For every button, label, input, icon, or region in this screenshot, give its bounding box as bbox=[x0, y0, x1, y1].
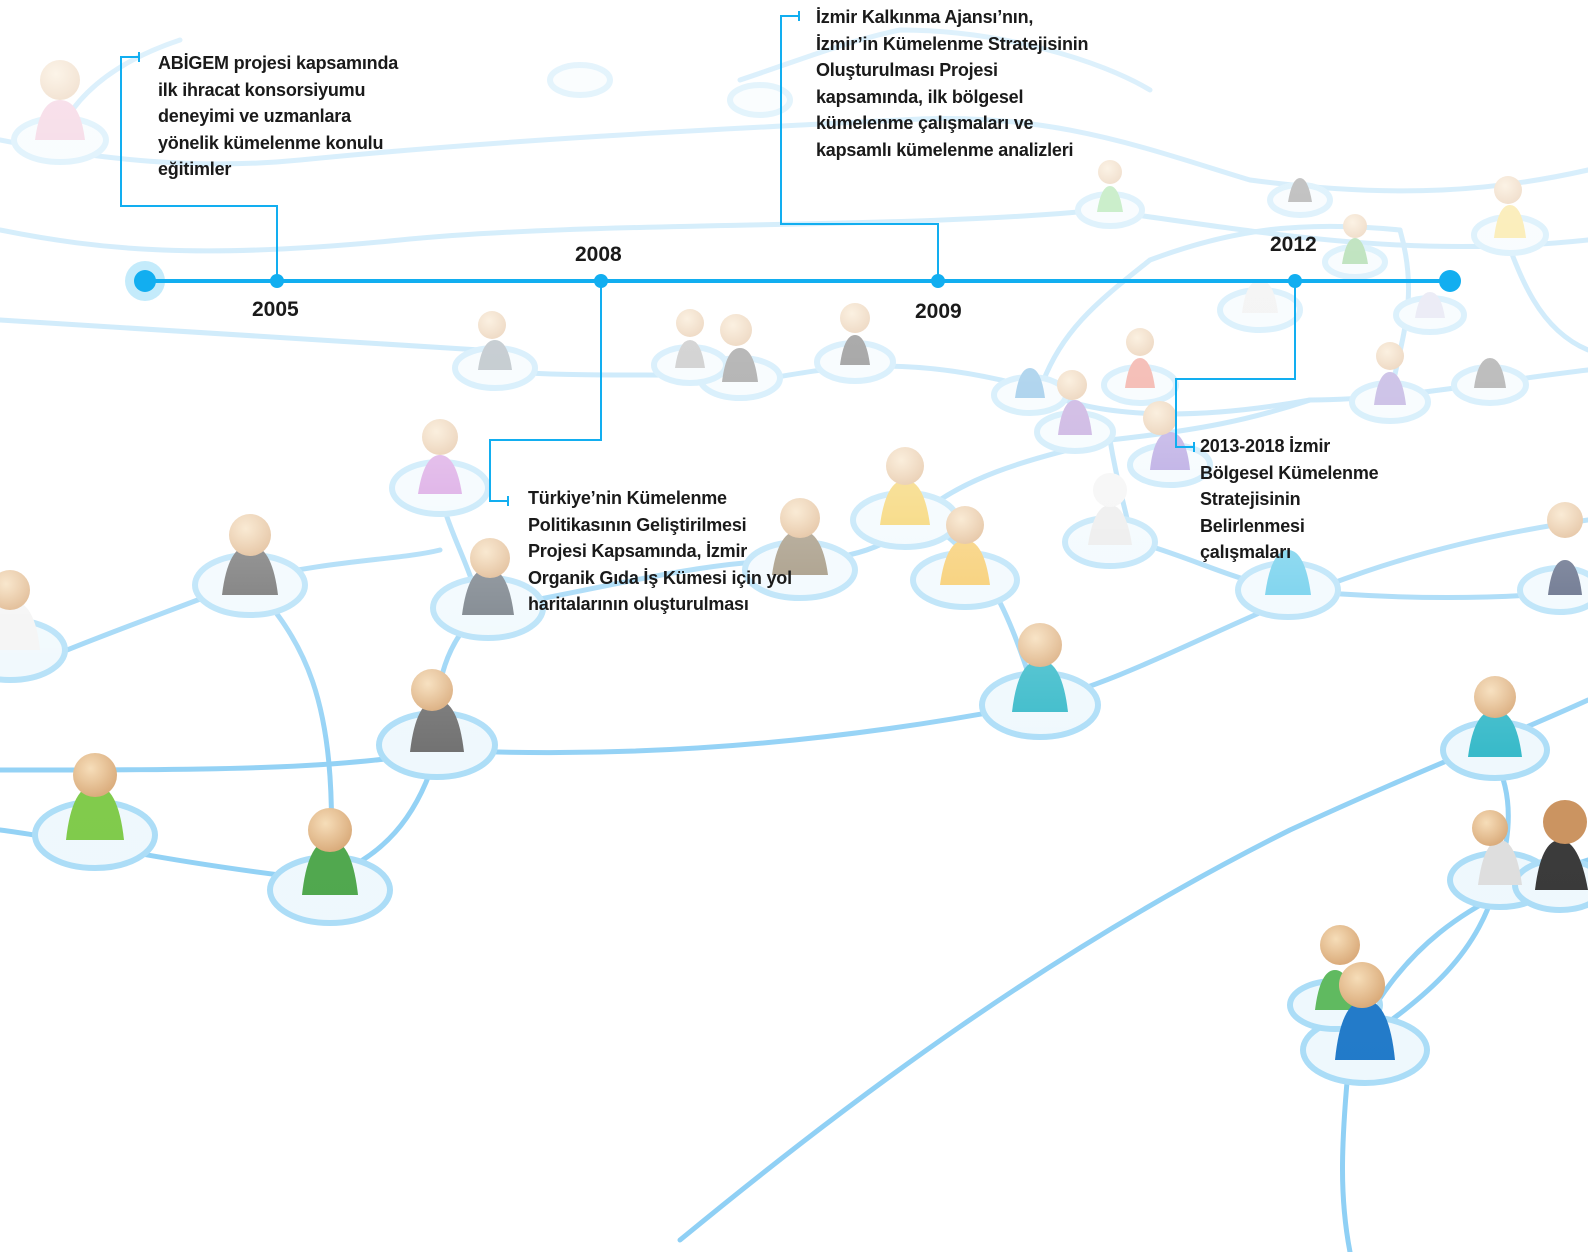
event-abigem-line: ilk ihracat konsorsiyumu bbox=[158, 79, 366, 100]
connector-2008 bbox=[489, 281, 602, 502]
event-abigem-line: eğitimler bbox=[158, 159, 232, 179]
year-label-2009: 2009 bbox=[915, 300, 962, 323]
event-izka-line: İzmir Kalkınma Ajansı’nın, bbox=[816, 7, 1034, 27]
event-turkiye-line: Türkiye’nin Kümelenme bbox=[528, 488, 727, 508]
connector-2009 bbox=[780, 15, 939, 281]
event-izka-line: kümelenme çalışmaları ve bbox=[816, 113, 1034, 133]
event-regional-strategy: 2013-2018 İzmir Bölgesel Kümelenme Strat… bbox=[1200, 433, 1379, 566]
connector-2012 bbox=[1175, 281, 1296, 448]
year-label-2008: 2008 bbox=[575, 243, 622, 266]
event-abigem-line: yönelik kümelenme konulu bbox=[158, 132, 384, 153]
event-strategy-line: Belirlenmesi bbox=[1200, 515, 1305, 536]
event-abigem-line: deneyimi ve uzmanlara bbox=[158, 106, 351, 126]
event-abigem: ABİGEM projesi kapsamında ilk ihracat ko… bbox=[158, 50, 398, 183]
event-turkiye-line: Projesi Kapsamında, İzmir bbox=[528, 541, 748, 561]
event-strategy-line: çalışmaları bbox=[1200, 542, 1291, 562]
timeline-start-marker bbox=[134, 270, 156, 292]
event-turkiye-line: Organik Gıda İş Kümesi için yol bbox=[528, 567, 792, 588]
event-strategy-line: 2013-2018 İzmir bbox=[1200, 436, 1331, 456]
event-turkiye-policy: Türkiye’nin Kümelenme Politikasının Geli… bbox=[528, 485, 792, 618]
event-strategy-line: Stratejisinin bbox=[1200, 489, 1301, 509]
event-izka-line: kapsamında, ilk bölgesel bbox=[816, 86, 1024, 107]
event-izka-line: İzmir’in Kümelenme Stratejisinin bbox=[816, 33, 1089, 54]
connector-2005 bbox=[120, 56, 278, 281]
event-abigem-line: ABİGEM projesi kapsamında bbox=[158, 53, 399, 73]
event-strategy-line: Bölgesel Kümelenme bbox=[1200, 462, 1379, 483]
event-izka: İzmir Kalkınma Ajansı’nın, İzmir’in Küme… bbox=[816, 4, 1089, 163]
year-label-2012: 2012 bbox=[1270, 233, 1317, 256]
event-izka-line: kapsamlı kümelenme analizleri bbox=[816, 139, 1074, 160]
year-label-2005: 2005 bbox=[252, 298, 299, 321]
event-turkiye-line: haritalarının oluşturulması bbox=[528, 594, 749, 614]
event-izka-line: Oluşturulması Projesi bbox=[816, 60, 998, 80]
timeline-end-marker bbox=[1439, 270, 1461, 292]
event-turkiye-line: Politikasının Geliştirilmesi bbox=[528, 514, 747, 535]
